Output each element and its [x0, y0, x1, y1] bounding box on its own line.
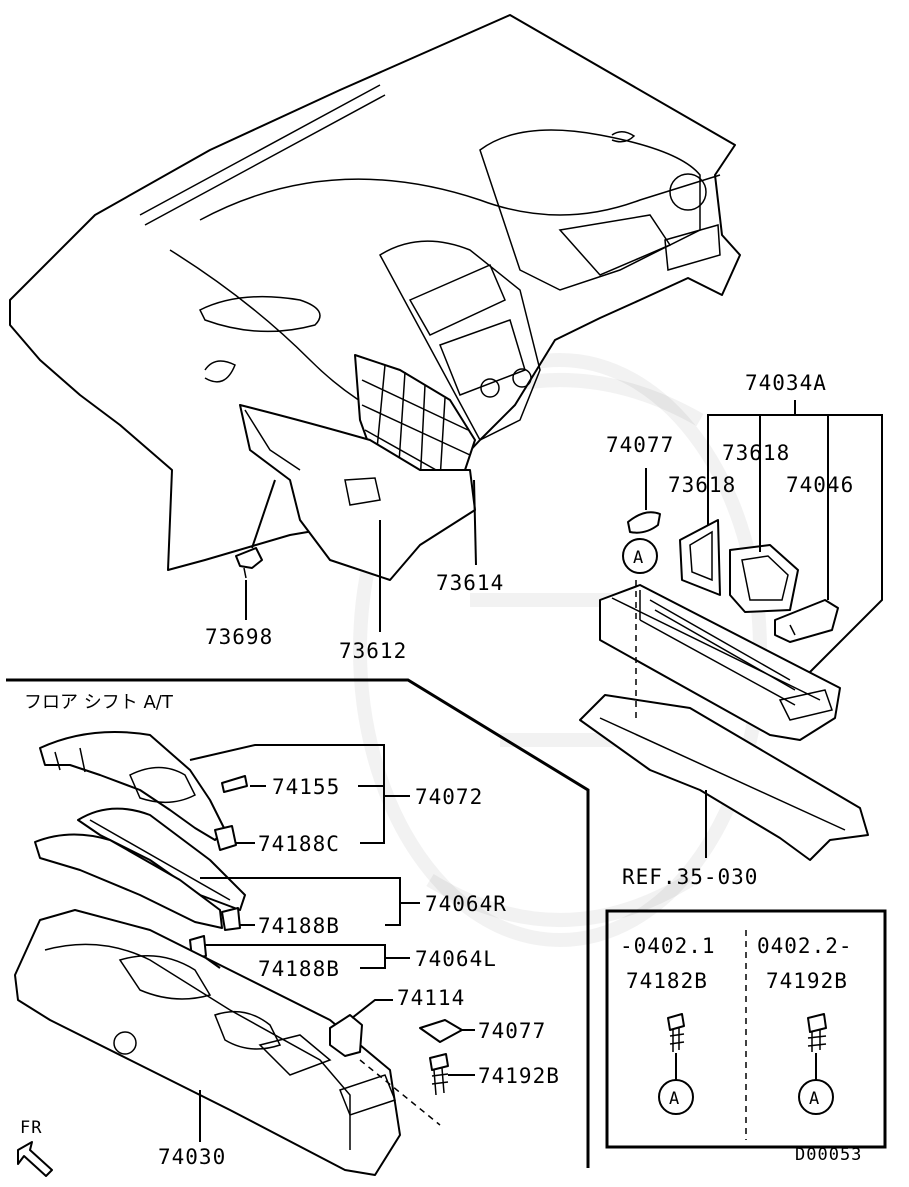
- part-74077-cap-bottom: [419, 1019, 463, 1043]
- dashboard-outline: [9, 14, 741, 571]
- part-74030-console: [14, 909, 401, 1176]
- inset-right-range: 0402.2-: [757, 934, 853, 958]
- label-74188C: 74188C: [258, 832, 340, 856]
- label-74192B: 74192B: [478, 1064, 560, 1088]
- part-73612-glove-box: [239, 354, 476, 581]
- label-74188B-b: 74188B: [258, 957, 340, 981]
- section-divider: [6, 678, 590, 1168]
- label-74064R: 74064R: [425, 892, 507, 916]
- part-73618-divider: [679, 519, 799, 613]
- inset-left-range: -0402.1: [620, 934, 716, 958]
- label-73618-b: 73618: [668, 473, 736, 497]
- diagram-code: D00053: [795, 1145, 862, 1165]
- label-73612: 73612: [339, 639, 407, 663]
- part-73698-clip: [235, 479, 276, 620]
- inset-left-marker: [658, 1079, 694, 1115]
- part-74072-panel: [39, 731, 226, 841]
- label-74034A: 74034A: [745, 371, 827, 395]
- label-74114: 74114: [397, 986, 465, 1010]
- label-74155: 74155: [272, 775, 340, 799]
- label-74188B-a: 74188B: [258, 914, 340, 938]
- part-74114-bracket: [329, 1014, 363, 1057]
- label-74077-bottom: 74077: [478, 1019, 546, 1043]
- part-74155-strip: [221, 775, 248, 793]
- inset-right-marker: [798, 1079, 834, 1115]
- part-74064L-garnish: [34, 833, 223, 929]
- label-74077-top: 74077: [606, 433, 674, 457]
- label-74030: 74030: [158, 1145, 226, 1169]
- inset-left-marker-label: A: [669, 1089, 680, 1109]
- part-74188C-clip: [214, 825, 237, 851]
- part-74192B-screw: [429, 1053, 449, 1096]
- inset-left-screw-icon: [667, 1013, 685, 1080]
- inset-right-part: 74192B: [766, 969, 848, 993]
- label-74072: 74072: [415, 785, 483, 809]
- part-74046-pad: [774, 599, 839, 643]
- inset-right-screw-icon: [807, 1013, 827, 1080]
- part-74188B-clip-a: [221, 907, 241, 931]
- inset-right-marker-label: A: [809, 1089, 820, 1109]
- ref-marker-a-top-label: A: [633, 548, 644, 568]
- inset-left-part: 74182B: [626, 969, 708, 993]
- ref-marker-a-top: [622, 538, 658, 574]
- part-74077-cap-top: [627, 511, 661, 534]
- label-74064L: 74064L: [415, 947, 497, 971]
- label-73618-a: 73618: [722, 441, 790, 465]
- section-title: フロア シフト A/T: [24, 692, 174, 713]
- direction-label: FR: [20, 1118, 42, 1138]
- ref-35-030-panel: [579, 694, 869, 861]
- label-ref-35-030: REF.35-030: [622, 865, 758, 889]
- label-74046: 74046: [786, 473, 854, 497]
- front-direction-arrow-icon: [17, 1141, 53, 1177]
- label-73698: 73698: [205, 625, 273, 649]
- variant-inset-box: [605, 909, 887, 1149]
- label-73614: 73614: [436, 571, 504, 595]
- part-74034A-tray: [599, 584, 841, 741]
